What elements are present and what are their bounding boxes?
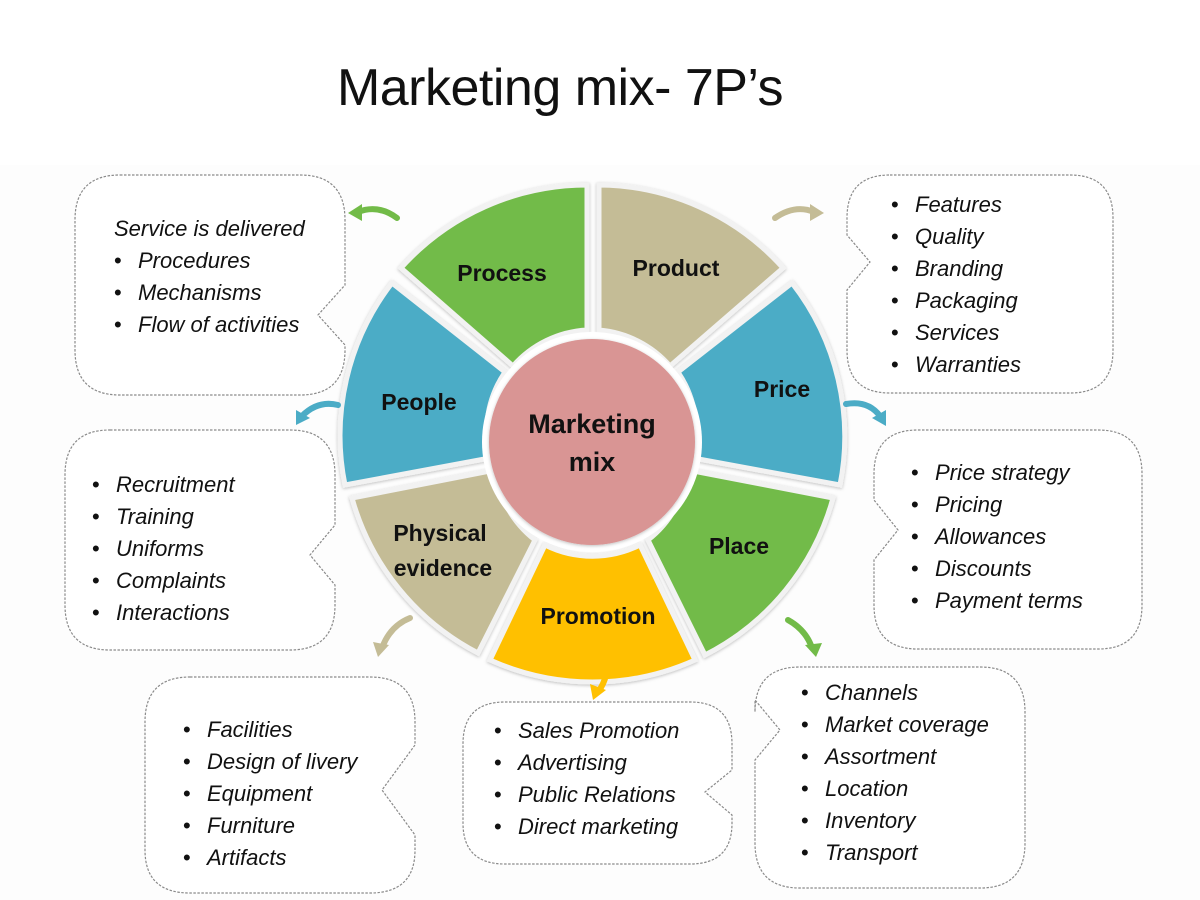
list-item: Payment terms bbox=[911, 585, 1083, 617]
list-item: Public Relations bbox=[494, 779, 679, 811]
callout-price: Price strategy Pricing Allowances Discou… bbox=[911, 457, 1083, 617]
segment-label-promotion: Promotion bbox=[541, 603, 656, 629]
list-item: Mechanisms bbox=[114, 277, 305, 309]
segment-label-place: Place bbox=[709, 533, 769, 559]
page-title: Marketing mix- 7P’s bbox=[336, 59, 784, 117]
callout-promotion: Sales Promotion Advertising Public Relat… bbox=[494, 715, 679, 843]
list-item: Inventory bbox=[801, 805, 989, 837]
segment-label-physical-line1: Physical bbox=[393, 520, 486, 546]
list-item: Location bbox=[801, 773, 989, 805]
arrow-process-icon bbox=[355, 206, 400, 221]
list-item: Features bbox=[891, 189, 1021, 221]
list-item: Allowances bbox=[911, 521, 1083, 553]
arrow-product-icon bbox=[772, 206, 817, 221]
segment-promotion[interactable] bbox=[486, 541, 699, 685]
list-item: Procedures bbox=[114, 245, 305, 277]
list-item: Branding bbox=[891, 253, 1021, 285]
callout-process-heading: Service is delivered bbox=[114, 216, 305, 241]
callout-people: Recruitment Training Uniforms Complaints… bbox=[92, 469, 235, 629]
list-item: Equipment bbox=[183, 778, 357, 810]
arrow-people-icon bbox=[299, 400, 341, 419]
center-circle[interactable] bbox=[489, 339, 695, 545]
segment-process[interactable] bbox=[397, 182, 590, 370]
arrow-price-icon bbox=[843, 400, 883, 419]
list-item: Uniforms bbox=[92, 533, 235, 565]
list-item: Design of livery bbox=[183, 746, 357, 778]
segment-label-price: Price bbox=[754, 376, 810, 402]
list-item: Pricing bbox=[911, 489, 1083, 521]
title-band bbox=[0, 0, 1200, 165]
list-item: Furniture bbox=[183, 810, 357, 842]
list-item: Market coverage bbox=[801, 709, 989, 741]
callout-physical-evidence: Facilities Design of livery Equipment Fu… bbox=[183, 714, 357, 874]
list-item: Direct marketing bbox=[494, 811, 679, 843]
list-item: Price strategy bbox=[911, 457, 1083, 489]
list-item: Packaging bbox=[891, 285, 1021, 317]
callout-place: Channels Market coverage Assortment Loca… bbox=[801, 677, 989, 869]
segment-product[interactable] bbox=[596, 182, 787, 370]
list-item: Artifacts bbox=[183, 842, 357, 874]
list-item: Quality bbox=[891, 221, 1021, 253]
list-item: Flow of activities bbox=[114, 309, 305, 341]
list-item: Sales Promotion bbox=[494, 715, 679, 747]
callout-process: Service is delivered Procedures Mechanis… bbox=[114, 213, 305, 341]
list-item: Interactions bbox=[92, 597, 235, 629]
list-item: Transport bbox=[801, 837, 989, 869]
list-item: Assortment bbox=[801, 741, 989, 773]
list-item: Recruitment bbox=[92, 469, 235, 501]
list-item: Complaints bbox=[92, 565, 235, 597]
list-item: Advertising bbox=[494, 747, 679, 779]
center-label-line2: mix bbox=[569, 447, 616, 477]
list-item: Warranties bbox=[891, 349, 1021, 381]
list-item: Facilities bbox=[183, 714, 357, 746]
segment-label-process: Process bbox=[457, 260, 547, 286]
list-item: Training bbox=[92, 501, 235, 533]
list-item: Services bbox=[891, 317, 1021, 349]
callout-product: Features Quality Branding Packaging Serv… bbox=[891, 189, 1021, 381]
arrow-place-icon bbox=[785, 617, 815, 651]
segment-label-physical-line2: evidence bbox=[394, 555, 492, 581]
list-item: Discounts bbox=[911, 553, 1083, 585]
center-label-line1: Marketing bbox=[528, 409, 656, 439]
segment-label-product: Product bbox=[633, 255, 720, 281]
list-item: Channels bbox=[801, 677, 989, 709]
arrow-physical-icon bbox=[379, 615, 413, 651]
segment-label-people: People bbox=[381, 389, 456, 415]
